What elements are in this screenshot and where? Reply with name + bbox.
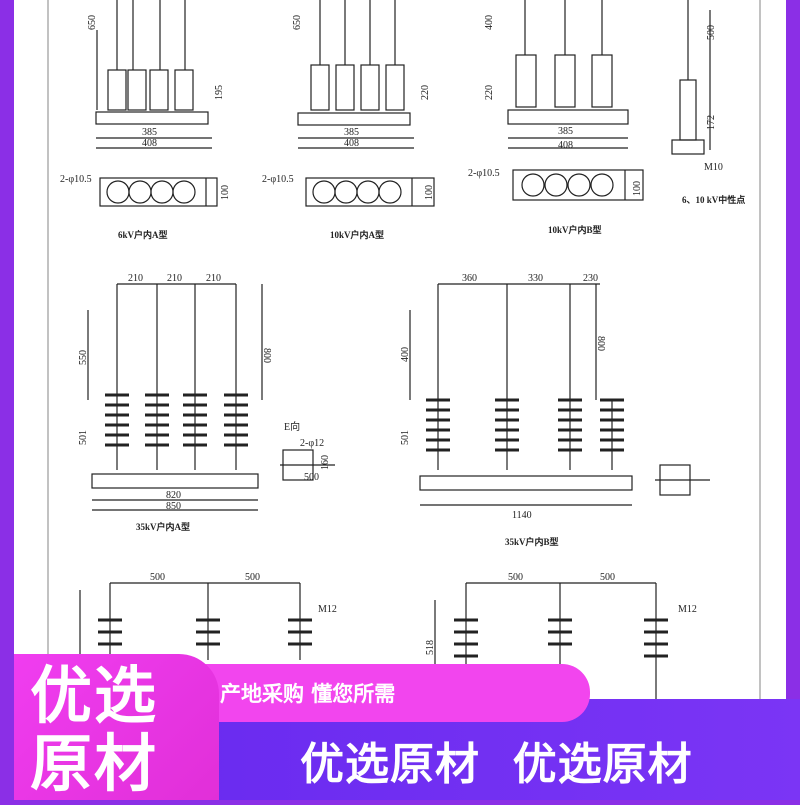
dim-label: 230 xyxy=(583,273,598,284)
drawing-10kv-a xyxy=(297,0,435,207)
dim-label: 220 xyxy=(420,85,431,100)
drawing-caption: 35kV户内B型 xyxy=(505,536,559,547)
drawing-caption: 6kV户内A型 xyxy=(118,229,168,240)
dim-label: 2-φ10.5 xyxy=(468,168,500,179)
dim-label: 501 xyxy=(78,430,89,445)
banner-left-line2: 原材 xyxy=(30,727,159,800)
dim-label: 210 xyxy=(206,273,221,284)
dim-label: 408 xyxy=(344,138,359,149)
banner-left-line1: 优选 xyxy=(30,659,159,732)
dim-label: 518 xyxy=(425,640,436,655)
dim-label: 1140 xyxy=(512,510,532,521)
drawing-neutral xyxy=(671,0,711,155)
drawing-bottom-a xyxy=(79,582,312,660)
banner-tagline-band xyxy=(205,664,590,722)
dim-label: 408 xyxy=(558,140,573,151)
drawing-caption: 10kV户内A型 xyxy=(330,229,384,240)
dim-label: 2-φ10.5 xyxy=(262,174,294,185)
dim-label: 650 xyxy=(87,15,98,30)
banner-left-badge xyxy=(14,654,219,800)
banner-tagline: 产地采购 懂您所需 xyxy=(220,682,396,706)
banner-left-text: 优选 原材 xyxy=(30,662,200,798)
drawing-caption: 6、10 kV中性点 xyxy=(682,194,745,205)
dim-label: 2-φ12 xyxy=(300,438,324,449)
dim-label: 400 xyxy=(484,15,495,30)
dim-label: 210 xyxy=(167,273,182,284)
dim-label: 650 xyxy=(292,15,303,30)
dim-label: 330 xyxy=(528,273,543,284)
dim-label: 501 xyxy=(400,430,411,445)
drawing-10kv-b xyxy=(507,0,644,201)
dim-label: M12 xyxy=(318,604,337,615)
dim-label: 500 xyxy=(245,572,260,583)
dim-label: 400 xyxy=(400,347,411,362)
dim-label: 100 xyxy=(424,185,435,200)
dim-label: 160 xyxy=(320,455,331,470)
dim-label: 2-φ10.5 xyxy=(60,174,92,185)
dim-label: 550 xyxy=(78,350,89,365)
drawing-35kv-a xyxy=(87,283,335,511)
dim-label: 500 xyxy=(508,572,523,583)
dim-label: 500 xyxy=(600,572,615,583)
dim-label: M12 xyxy=(678,604,697,615)
drawing-35kv-b xyxy=(409,283,710,506)
dim-label: 195 xyxy=(214,85,225,100)
dim-label: 172 xyxy=(706,115,717,130)
dim-label: 800 xyxy=(261,348,272,363)
dim-label: 210 xyxy=(128,273,143,284)
dim-label: 408 xyxy=(142,138,157,149)
dim-label: M10 xyxy=(704,162,723,173)
drawing-caption: 10kV户内B型 xyxy=(548,224,602,235)
dim-label: 500 xyxy=(706,25,717,40)
dim-label: 385 xyxy=(558,126,573,137)
drawing-6kv-a xyxy=(95,0,218,207)
dim-label: 385 xyxy=(344,127,359,138)
dim-label: 820 xyxy=(166,490,181,501)
banner-main-text: 优选原材 优选原材 xyxy=(300,739,693,790)
drawing-caption: 35kV户内A型 xyxy=(136,521,190,532)
dim-label: 800 xyxy=(595,336,606,351)
detail-title: E向 xyxy=(284,420,300,433)
dim-label: 850 xyxy=(166,501,181,512)
dim-label: 500 xyxy=(304,472,319,483)
dim-label: 500 xyxy=(150,572,165,583)
dim-label: 100 xyxy=(632,181,643,196)
dim-label: 360 xyxy=(462,273,477,284)
arrester-drawings: 650 195 385 408 2-φ10.5 100 650 220 385 … xyxy=(47,0,761,700)
dim-label: 100 xyxy=(220,185,231,200)
dim-label: 385 xyxy=(142,127,157,138)
dim-label: 220 xyxy=(484,85,495,100)
